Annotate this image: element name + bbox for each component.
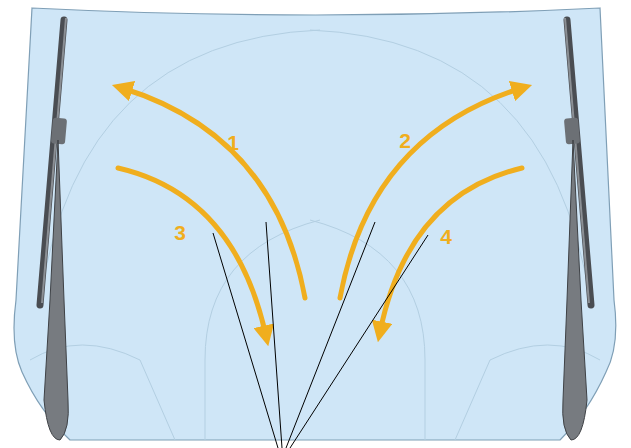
callout-number: 2 — [399, 130, 411, 151]
right-wiper — [563, 18, 591, 440]
motion-arrows — [118, 88, 522, 336]
left-wiper — [40, 18, 68, 440]
callout-number: 3 — [174, 222, 186, 243]
callout-number: 1 — [227, 132, 239, 153]
leader-lines — [213, 222, 428, 448]
callout-number: 4 — [440, 226, 452, 247]
sweep-outline — [30, 30, 600, 440]
